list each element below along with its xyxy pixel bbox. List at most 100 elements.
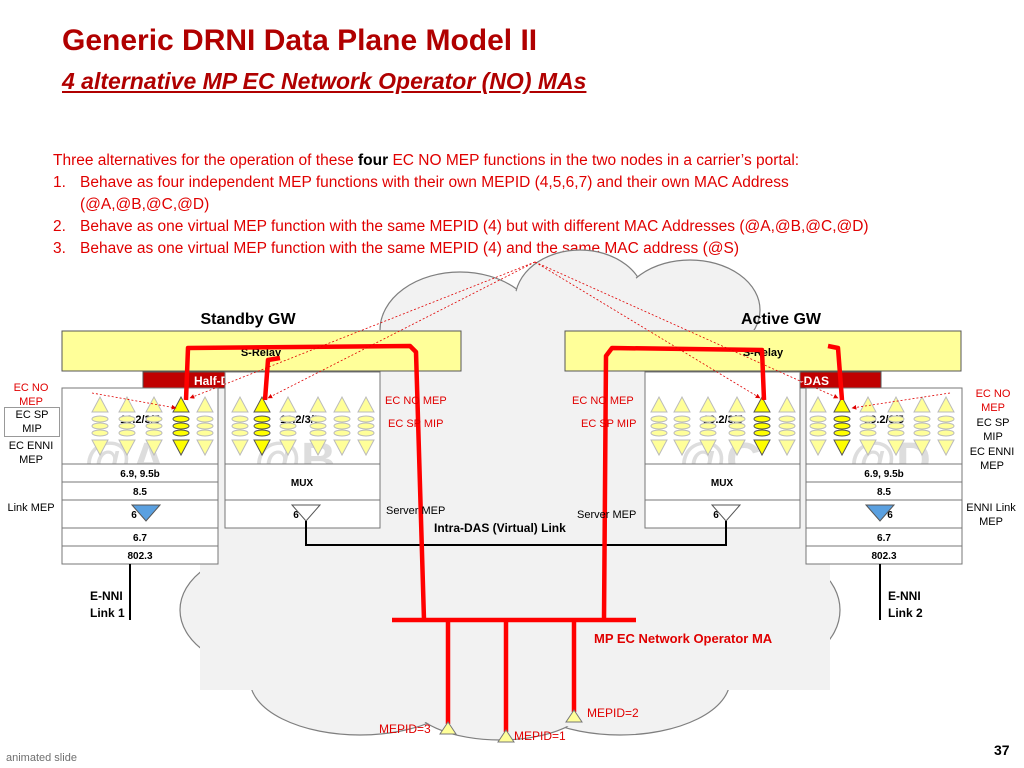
ec-enni-mep-label-left: EC ENNI MEP <box>8 440 54 466</box>
mep-mip-column <box>650 395 668 457</box>
ec-enni-mep-icon <box>833 439 851 457</box>
ec-enni-mep-icon <box>728 439 746 457</box>
ec-sp-mip-icon <box>887 422 905 430</box>
ec-enni-mep-icon <box>309 439 327 457</box>
ec-sp-mip-icon <box>231 415 249 423</box>
ec-no-mep-icon <box>231 395 249 413</box>
mep-mip-column <box>279 395 297 457</box>
stack-layer: 802.3 <box>871 551 896 562</box>
ec-no-mep-icon <box>91 395 109 413</box>
mep-mip-column <box>145 395 163 457</box>
mepid-1-icon <box>497 729 515 743</box>
mep-mip-column <box>196 395 214 457</box>
stack-layer: 6.7 <box>133 533 147 544</box>
enni-link-2-line2: Link 2 <box>888 606 923 620</box>
ec-sp-mip-icon <box>699 429 717 437</box>
mep-mip-column <box>699 395 717 457</box>
ec-sp-mip-icon <box>913 422 931 430</box>
mep-mip-column <box>333 395 351 457</box>
mepid-2-icon <box>565 709 583 723</box>
mep-mip-column <box>809 395 827 457</box>
standby-gw: Standby GW S-Relay Half-DAS 19.2/3/5 19.… <box>61 311 462 620</box>
mep-mip-column <box>118 395 136 457</box>
ec-sp-mip-icon <box>145 429 163 437</box>
mep-mip-column <box>673 395 691 457</box>
slide-subtitle: 4 alternative MP EC Network Operator (NO… <box>62 68 587 94</box>
ec-sp-mip-icon <box>809 415 827 423</box>
ec-sp-mip-label-standby: EC SP MIP <box>388 418 444 430</box>
ec-sp-mip-icon <box>887 415 905 423</box>
ec-no-mep-icon <box>699 395 717 413</box>
mepid-2-label: MEPID=2 <box>587 706 639 720</box>
enni-link-mep-label: ENNI Link MEP <box>966 502 1016 528</box>
ec-enni-mep-icon <box>753 439 771 457</box>
mp-ec-ma-lines <box>183 343 845 732</box>
mep-mip-column <box>91 395 109 457</box>
server-mep-label-active: Server MEP <box>577 509 637 521</box>
ec-sp-mip-icon <box>333 429 351 437</box>
ec-enni-mep-label-right: EC ENNI MEP <box>969 446 1015 472</box>
ec-sp-mip-icon <box>859 415 877 423</box>
ec-sp-mip-icon <box>753 415 771 423</box>
ec-sp-mip-icon <box>809 422 827 430</box>
stack-layer: 6.9, 9.5b <box>864 469 903 480</box>
list-number: 1. <box>53 174 66 191</box>
ec-no-mep-icon <box>650 395 668 413</box>
ec-sp-mip-icon <box>937 415 955 423</box>
ec-sp-mip-icon <box>673 422 691 430</box>
ec-sp-mip-icon <box>309 422 327 430</box>
ec-sp-mip-icon <box>309 429 327 437</box>
ec-sp-mip-icon <box>357 415 375 423</box>
ec-sp-mip-icon <box>118 415 136 423</box>
ec-no-mep-icon <box>809 395 827 413</box>
mepid-3-label: MEPID=3 <box>379 722 431 736</box>
ec-sp-mip-icon <box>231 422 249 430</box>
ec-sp-mip-label-right: EC SP MIP <box>976 417 1010 443</box>
ec-enni-mep-icon <box>859 439 877 457</box>
ec-enni-mep-icon <box>913 439 931 457</box>
mep-mip-column <box>172 395 190 457</box>
ec-sp-mip-icon <box>913 415 931 423</box>
stack-layer: 6.9, 9.5b <box>120 469 159 480</box>
stack-layer: 6 <box>293 510 299 521</box>
ec-sp-mip-icon <box>333 422 351 430</box>
server-mep-icon <box>710 504 742 522</box>
ec-sp-mip-label-left: EC SP MIP <box>4 407 60 437</box>
ec-enni-mep-icon <box>699 439 717 457</box>
ec-enni-mep-icon <box>357 439 375 457</box>
intro-text: Three alternatives for the operation of … <box>53 152 799 170</box>
enni-link-1-line2: Link 1 <box>90 606 125 620</box>
ec-enni-mep-icon <box>809 439 827 457</box>
ec-enni-mep-icon <box>118 439 136 457</box>
mep-mip-column <box>753 395 771 457</box>
ec-no-mep-icon <box>833 395 851 413</box>
ec-no-mep-icon <box>887 395 905 413</box>
ec-enni-mep-icon <box>145 439 163 457</box>
ec-sp-mip-icon <box>673 429 691 437</box>
mepid-3-icon <box>439 721 457 735</box>
ec-sp-mip-icon <box>172 422 190 430</box>
ec-sp-mip-icon <box>650 429 668 437</box>
link-mep-icon <box>130 504 162 522</box>
list-number: 3. <box>53 240 66 257</box>
mep-mip-column <box>937 395 955 457</box>
link-mep-icon <box>864 504 896 522</box>
intra-das-label: Intra-DAS (Virtual) Link <box>434 521 566 535</box>
ec-no-mep-icon <box>172 395 190 413</box>
list-text: (@A,@B,@C,@D) <box>80 196 210 213</box>
ec-sp-mip-icon <box>91 422 109 430</box>
mep-mip-column <box>728 395 746 457</box>
ec-enni-mep-icon <box>253 439 271 457</box>
intro-bold: four <box>358 152 389 169</box>
ec-enni-mep-icon <box>673 439 691 457</box>
ec-sp-mip-icon <box>937 422 955 430</box>
server-mep-label-standby: Server MEP <box>386 505 446 517</box>
ec-no-mep-icon <box>279 395 297 413</box>
list-text: Behave as one virtual MEP function with … <box>80 218 869 235</box>
stack-layer: 6 <box>713 510 719 521</box>
ec-sp-mip-icon <box>253 415 271 423</box>
ec-sp-mip-icon <box>778 415 796 423</box>
ec-sp-mip-icon <box>172 429 190 437</box>
ec-enni-mep-icon <box>333 439 351 457</box>
mep-mip-column <box>309 395 327 457</box>
